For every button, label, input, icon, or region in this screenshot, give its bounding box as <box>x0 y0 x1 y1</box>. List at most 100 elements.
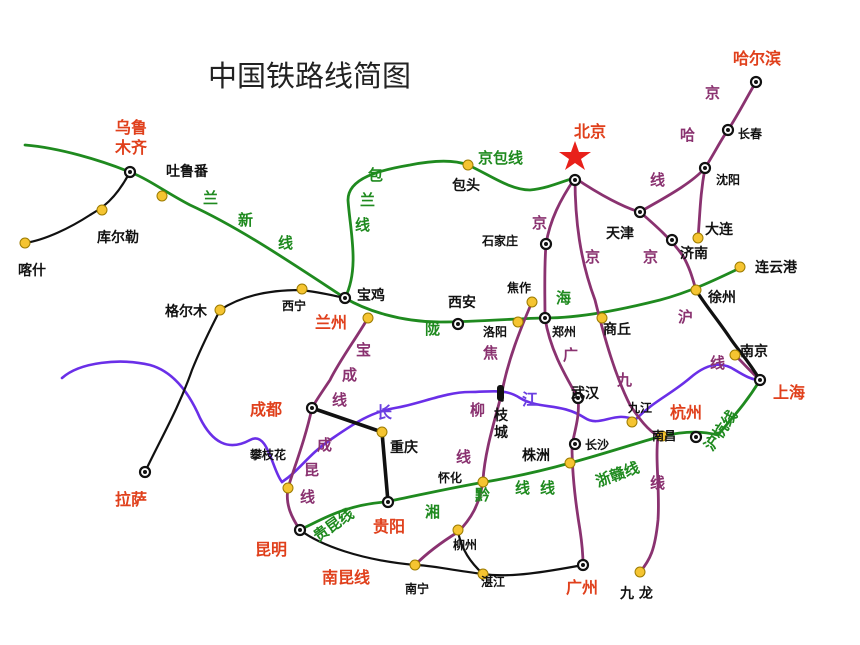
station-kashgar <box>19 237 31 249</box>
station-zhanjiang <box>477 568 489 580</box>
railway-label-guikun: 贵昆线 <box>310 505 357 546</box>
station-shangqiu <box>596 312 608 324</box>
city-label-shanghai: 上海 <box>773 383 805 402</box>
lanxin-railway <box>23 143 347 300</box>
city-label-dalian: 大连 <box>705 221 734 238</box>
city-label-xining: 西宁 <box>282 298 306 313</box>
railway-label-jiaoliu-1: 焦 <box>482 344 498 362</box>
station-jiulong <box>634 566 646 578</box>
station-golmud <box>214 304 226 316</box>
station-nanjing <box>729 349 741 361</box>
station-jiaozuo <box>526 296 538 308</box>
railway-label-jingbao: 京包线 <box>478 149 523 167</box>
yangtze-river <box>60 360 762 484</box>
river-label-changjiang-1: 长 <box>376 403 393 422</box>
railway-label-jiaoliu-3: 线 <box>456 448 471 466</box>
railway-label-xiangqian-3: 线 <box>515 479 530 497</box>
capital-star-icon <box>559 141 591 170</box>
railway-label-jingjiu-3: 线 <box>650 474 665 492</box>
railway-label-chengkun-3: 线 <box>300 488 315 506</box>
jingha-railway <box>573 80 758 214</box>
city-label-urumqi-1: 乌鲁 <box>115 118 147 137</box>
jingguang-railway <box>543 176 585 567</box>
railway-label-lanxin-3: 线 <box>278 234 293 252</box>
map-title: 中国铁路线简图 <box>208 59 411 93</box>
baocheng-railway <box>310 316 370 410</box>
railway-label-jingha-3: 线 <box>650 171 665 189</box>
jingjiu-railway <box>573 176 660 574</box>
city-label-guangzhou: 广州 <box>566 578 598 597</box>
railway-label-lanxin-1: 兰 <box>203 189 218 207</box>
jiaoliu-railway <box>413 300 534 567</box>
railway-label-jingguang-1: 京 <box>532 214 547 232</box>
river-label-changjiang-2: 江 <box>522 390 538 409</box>
railway-label-jinghu-1: 京 <box>643 248 658 266</box>
railway-label-chengkun-1: 成 <box>317 436 332 454</box>
city-label-lhasa: 拉萨 <box>115 490 147 509</box>
railway-label-baolan-2: 兰 <box>360 191 375 209</box>
railway-label-jingjiu-2: 九 <box>616 371 632 389</box>
railway-label-longhai-2: 海 <box>556 289 571 307</box>
city-label-jiujiang: 九江 <box>627 400 652 415</box>
city-label-luoyang: 洛阳 <box>483 324 507 339</box>
railway-label-huhang: 沪杭线 <box>701 407 742 454</box>
station-dalian <box>692 232 704 244</box>
nanjiang-railway <box>23 170 132 245</box>
railway-label-jingguang-2: 广 <box>563 346 578 364</box>
city-label-nanning: 南宁 <box>405 581 429 596</box>
jinghu-xuzhou-nanjing <box>694 288 762 382</box>
city-label-shijiazhuang: 石家庄 <box>481 233 518 248</box>
city-label-liuzhou: 柳州 <box>453 537 477 552</box>
city-label-zhengzhou: 郑州 <box>552 324 576 339</box>
railway-label-jinghu-2: 沪 <box>678 308 693 326</box>
city-label-baoji: 宝鸡 <box>357 287 385 304</box>
jingha-branch-dalian <box>696 166 707 240</box>
station-zhuzhou <box>564 457 576 469</box>
city-label-beijing: 北京 <box>574 122 606 141</box>
city-label-panzhihua: 攀枝花 <box>250 447 286 462</box>
city-label-golmud: 格尔木 <box>165 303 208 320</box>
railway-label-zhegan: 浙赣线 <box>593 458 641 490</box>
city-label-zhanjiang: 湛江 <box>481 574 505 589</box>
city-label-kashgar: 喀什 <box>18 262 46 279</box>
railway-label-baolan-3: 线 <box>355 216 370 234</box>
station-huaihua <box>477 476 489 488</box>
city-label-nanjing: 南京 <box>740 343 768 360</box>
city-label-lanzhou: 兰州 <box>315 313 347 332</box>
station-zhicheng <box>497 385 504 401</box>
station-nanning <box>409 559 421 571</box>
station-turpan <box>156 190 168 202</box>
station-liuzhou <box>452 524 464 536</box>
city-label-turpan: 吐鲁番 <box>166 163 209 180</box>
city-label-zhicheng-2: 城 <box>494 424 508 441</box>
baolan-railway <box>343 159 470 300</box>
railway-label-chengkun-2: 昆 <box>304 461 319 479</box>
city-label-hangzhou: 杭州 <box>670 403 702 422</box>
railway-label-baocheng-2: 成 <box>342 366 357 384</box>
jingbao-railway <box>466 163 577 192</box>
city-label-baotou: 包头 <box>452 177 480 194</box>
jinghu-railway <box>638 210 698 292</box>
station-chongqing <box>376 426 388 438</box>
chengyu-railway <box>310 406 384 434</box>
railway-label-xiangqian-2: 黔 <box>475 486 490 504</box>
railway-label-baolan-1: 包 <box>368 166 383 184</box>
huhang-railway <box>716 378 762 437</box>
chuanqian-railway <box>380 430 390 504</box>
city-label-shangqiu: 商丘 <box>603 321 631 338</box>
city-label-tianjin: 天津 <box>606 225 634 242</box>
city-label-chongqing: 重庆 <box>390 439 418 456</box>
city-label-guiyang: 贵阳 <box>373 517 405 536</box>
station-korla <box>96 204 108 216</box>
city-label-lianyungang: 连云港 <box>755 259 798 276</box>
city-label-jinan: 济南 <box>680 245 708 262</box>
city-label-xuzhou: 徐州 <box>707 289 736 306</box>
city-label-jiaozuo: 焦作 <box>506 280 531 295</box>
green-railways <box>23 143 762 532</box>
station-lianyungang <box>734 261 746 273</box>
city-label-kunming: 昆明 <box>255 540 287 559</box>
city-label-changsha: 长沙 <box>585 437 609 452</box>
station-jiujiang <box>626 416 638 428</box>
yellow-stations <box>19 159 746 580</box>
